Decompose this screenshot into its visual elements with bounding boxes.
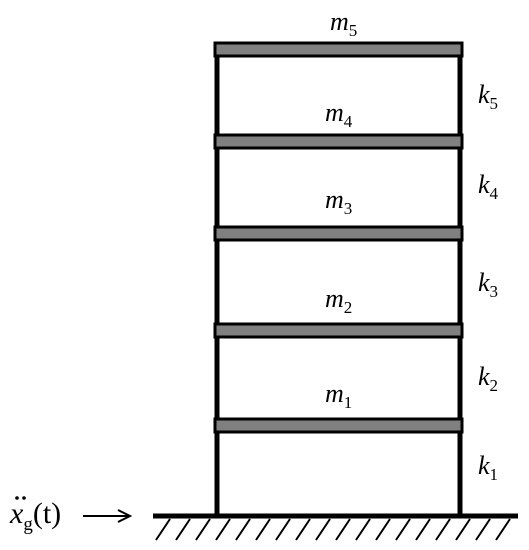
stiffness-label-2: k2 bbox=[478, 362, 498, 395]
ground-hatching bbox=[155, 518, 511, 541]
hatch-mark bbox=[375, 518, 391, 541]
hatch-mark bbox=[355, 518, 371, 541]
hatch-mark bbox=[155, 518, 171, 541]
ground bbox=[153, 513, 518, 541]
mass-label-2: m2 bbox=[325, 284, 352, 317]
mass-label-5: m5 bbox=[330, 7, 357, 40]
mass-label-3: m3 bbox=[325, 185, 352, 218]
hatch-mark bbox=[255, 518, 271, 541]
hatch-mark bbox=[435, 518, 451, 541]
hatch-mark bbox=[395, 518, 411, 541]
excitation-symbol: xg(t) bbox=[9, 497, 61, 535]
stiffness-label-1: k1 bbox=[478, 451, 498, 484]
right-arrow-icon bbox=[83, 509, 133, 523]
hatch-mark bbox=[495, 518, 511, 541]
hatch-mark bbox=[335, 518, 351, 541]
slab-3 bbox=[213, 225, 464, 242]
mass-labels: m5 m4 m3 m2 m1 bbox=[325, 7, 357, 412]
stiffness-label-4: k4 bbox=[478, 170, 499, 203]
double-dot-right bbox=[22, 496, 26, 500]
hatch-mark bbox=[215, 518, 231, 541]
hatch-mark bbox=[315, 518, 331, 541]
slab-2 bbox=[213, 322, 464, 339]
slab-5 bbox=[213, 41, 464, 58]
stiffness-label-3: k3 bbox=[478, 268, 498, 301]
stiffness-label-5: k5 bbox=[478, 80, 498, 113]
hatch-mark bbox=[295, 518, 311, 541]
mass-label-1: m1 bbox=[325, 379, 352, 412]
hatch-mark bbox=[275, 518, 291, 541]
mass-label-4: m4 bbox=[325, 98, 353, 131]
slab-1 bbox=[213, 417, 464, 434]
double-dot-left bbox=[15, 496, 19, 500]
hatch-mark bbox=[235, 518, 251, 541]
hatch-mark bbox=[475, 518, 491, 541]
hatch-mark bbox=[455, 518, 471, 541]
stiffness-labels: k5 k4 k3 k2 k1 bbox=[478, 80, 499, 484]
floor-slabs bbox=[213, 41, 464, 434]
slab-4 bbox=[213, 133, 464, 150]
excitation-label: xg(t) bbox=[9, 496, 133, 535]
hatch-mark bbox=[175, 518, 191, 541]
hatch-mark bbox=[415, 518, 431, 541]
hatch-mark bbox=[195, 518, 211, 541]
